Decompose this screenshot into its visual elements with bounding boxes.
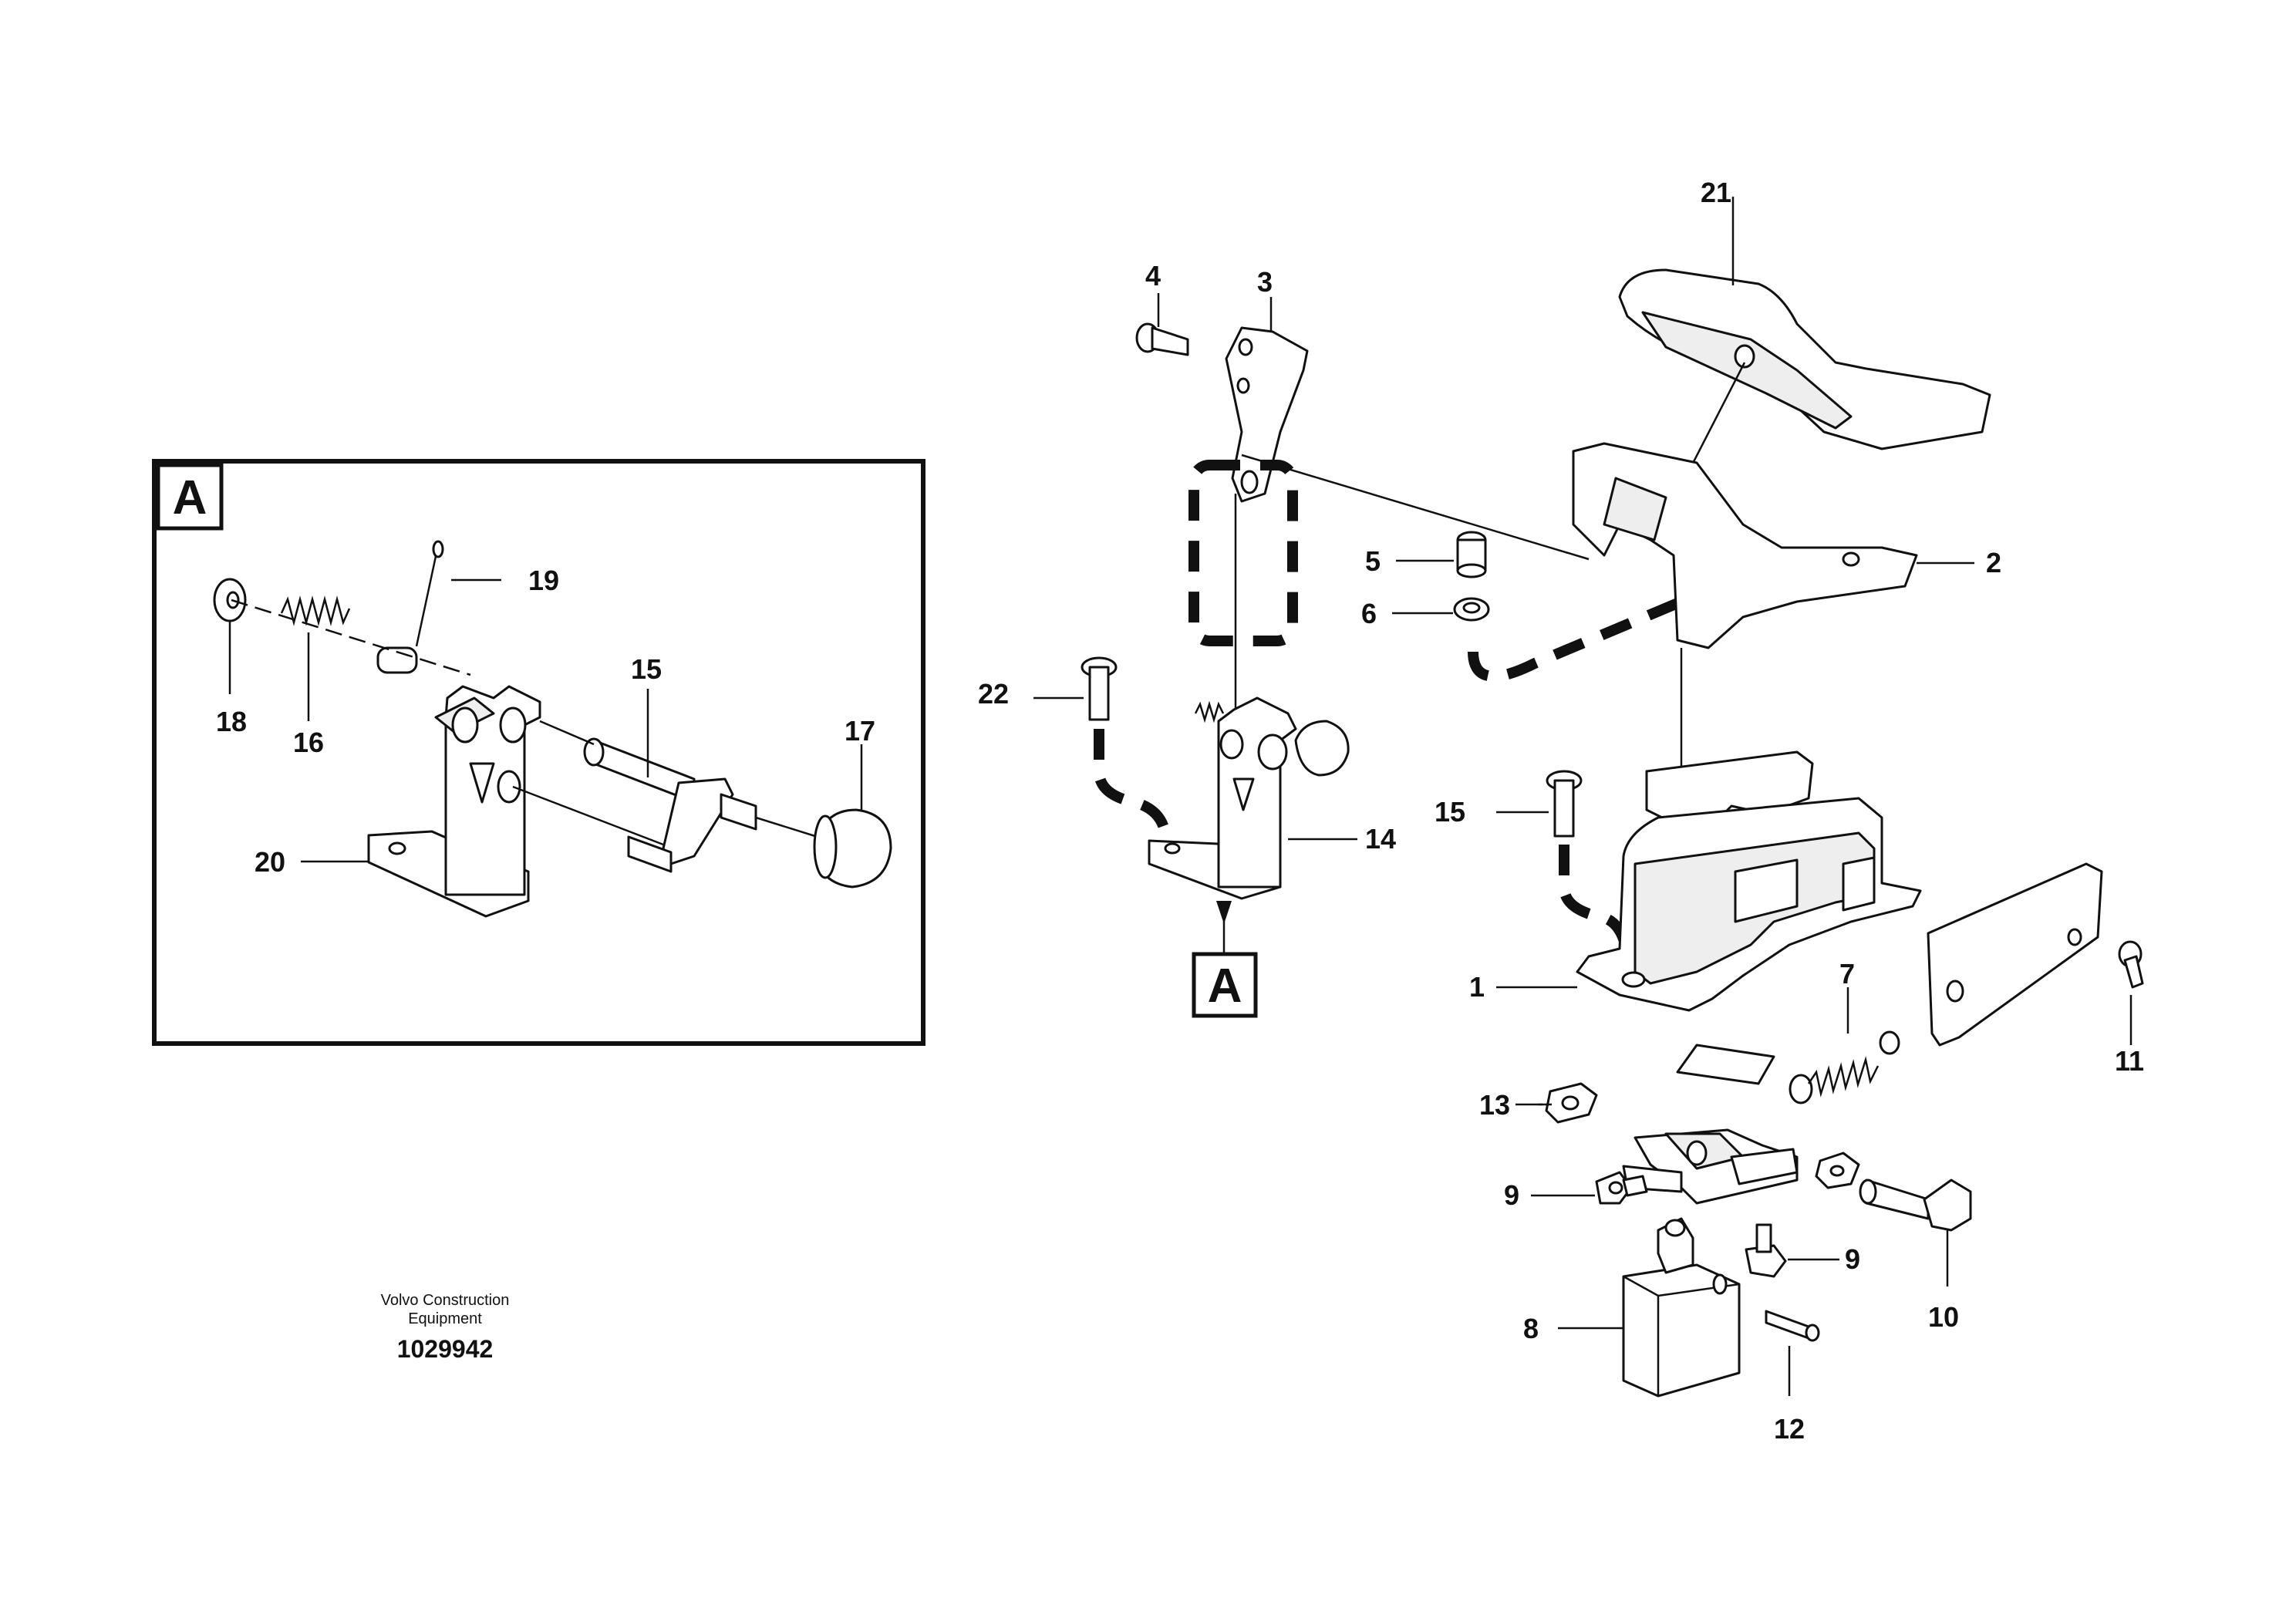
- callout-15-detail: 15: [631, 653, 662, 685]
- callout-17: 17: [845, 715, 875, 747]
- callout-9b: 9: [1845, 1243, 1860, 1275]
- switch-actuator-part: [1622, 1128, 1799, 1205]
- spring-part-7: [1789, 987, 1900, 1104]
- pedal-part-21: [1618, 197, 1991, 450]
- callout-22: 22: [978, 678, 1009, 710]
- pin-part-12: [1765, 1310, 1820, 1396]
- bolt-part-5: [1456, 531, 1487, 578]
- switch-bracket-part-14: [1148, 696, 1357, 900]
- callout-10: 10: [1928, 1301, 1959, 1333]
- callout-2: 2: [1986, 547, 2001, 578]
- callout-6: 6: [1361, 598, 1377, 629]
- callout-20: 20: [255, 846, 285, 878]
- mounting-bracket-part-1: [1496, 750, 1922, 1012]
- callout-8: 8: [1523, 1313, 1539, 1344]
- callout-9: 9: [1504, 1179, 1519, 1211]
- callout-12: 12: [1774, 1413, 1805, 1445]
- knob-part-17: [813, 808, 892, 889]
- lock-washer-part-6: [1453, 597, 1490, 622]
- callout-1: 1: [1469, 971, 1485, 1003]
- bolt-part-10: [1859, 1179, 1972, 1286]
- bolt-part-22: [1033, 656, 1118, 721]
- footer-block: Volvo Construction Equipment 1029942: [381, 1292, 510, 1363]
- screw-part-11: [2118, 940, 2144, 1045]
- shaft-part-15: [512, 720, 818, 873]
- washer-part-18: [213, 578, 247, 622]
- callout-18: 18: [216, 706, 247, 737]
- callout-5: 5: [1365, 545, 1381, 577]
- bolt-part-9: [1531, 1171, 1648, 1205]
- callout-4: 4: [1145, 260, 1161, 292]
- footer-company-line2: Equipment: [408, 1310, 482, 1327]
- pad-part: [1676, 1044, 1775, 1085]
- nut-part-13: [1539, 1082, 1598, 1124]
- view-a-tag: A: [1208, 959, 1242, 1013]
- callout-15: 15: [1435, 796, 1465, 828]
- cover-plate-part: [1927, 862, 2103, 1047]
- callout-13: 13: [1479, 1089, 1510, 1121]
- callout-19: 19: [528, 565, 559, 596]
- bracket-part-20: [367, 685, 541, 918]
- callout-7: 7: [1839, 958, 1855, 990]
- callout-11: 11: [2115, 1045, 2144, 1077]
- detail-a-tag: A: [173, 471, 207, 524]
- bolt-part-9b: [1745, 1223, 1839, 1278]
- bolt-part-4: [1135, 293, 1189, 356]
- callout-21: 21: [1701, 177, 1731, 208]
- pedal-arm-part-2: [1572, 442, 1974, 771]
- limit-switch-part-8: [1558, 1217, 1741, 1398]
- callout-14: 14: [1365, 823, 1396, 855]
- view-a-marker: A: [1192, 901, 1258, 1018]
- footer-drawing-code: 1029942: [397, 1335, 494, 1363]
- footer-company: Volvo Construction: [381, 1292, 510, 1309]
- detail-a-panel: A: [152, 459, 925, 1046]
- split-pin-part-19: [415, 540, 444, 647]
- callout-3: 3: [1257, 266, 1273, 298]
- callout-16: 16: [293, 727, 324, 758]
- bolt-part-15: [1496, 770, 1583, 838]
